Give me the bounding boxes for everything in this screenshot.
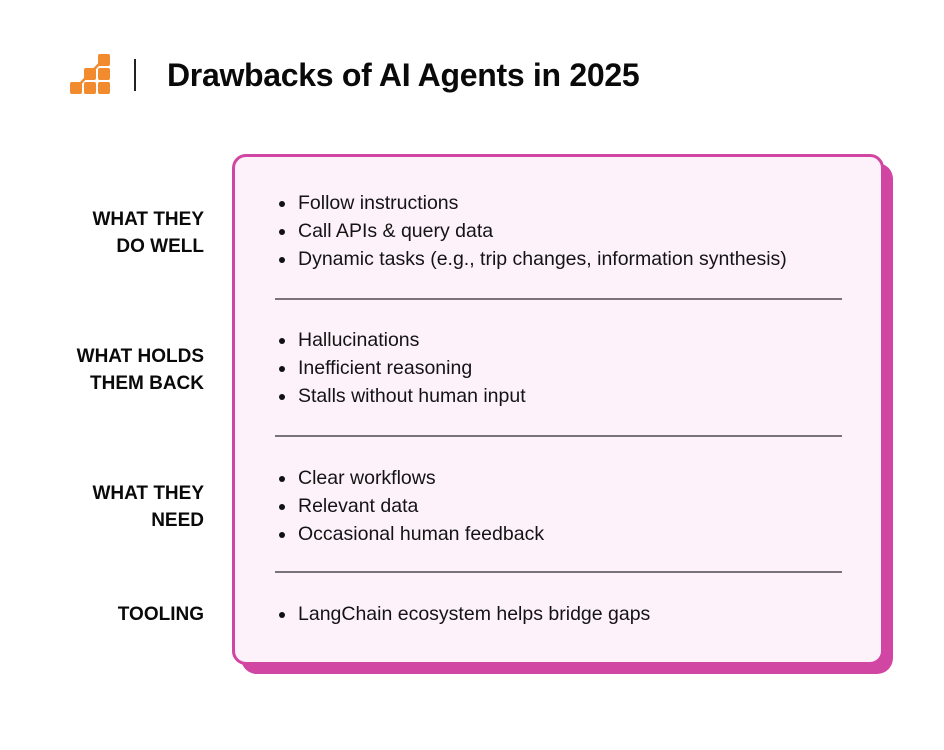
list-item: Inefficient reasoning xyxy=(276,354,526,382)
list-item: Stalls without human input xyxy=(276,382,526,410)
section-label-tooling: TOOLING xyxy=(118,601,204,628)
label-line: WHAT HOLDS xyxy=(76,346,204,367)
section-divider xyxy=(275,571,842,573)
list-item: Occasional human feedback xyxy=(276,520,544,548)
label-line: WHAT THEY xyxy=(92,483,204,504)
need-list: Clear workflows Relevant data Occasional… xyxy=(276,464,544,548)
do-well-list: Follow instructions Call APIs & query da… xyxy=(276,189,787,273)
list-item: Relevant data xyxy=(276,492,544,520)
label-line: DO WELL xyxy=(116,236,204,257)
content-card xyxy=(232,154,884,665)
logo-icon xyxy=(69,53,113,95)
list-item: Hallucinations xyxy=(276,326,526,354)
label-line: THEM BACK xyxy=(90,373,204,394)
section-divider xyxy=(275,435,842,437)
label-line: NEED xyxy=(151,510,204,531)
holds-back-list: Hallucinations Inefficient reasoning Sta… xyxy=(276,326,526,410)
list-item: Dynamic tasks (e.g., trip changes, infor… xyxy=(276,245,787,273)
tooling-list: LangChain ecosystem helps bridge gaps xyxy=(276,600,650,628)
section-label-need: WHAT THEY NEED xyxy=(92,480,204,534)
list-item: Clear workflows xyxy=(276,464,544,492)
label-line: TOOLING xyxy=(117,604,204,625)
section-label-do-well: WHAT THEY DO WELL xyxy=(92,206,204,260)
label-line: WHAT THEY xyxy=(92,209,204,230)
section-divider xyxy=(275,298,842,300)
header-separator xyxy=(134,59,136,91)
section-label-holds-back: WHAT HOLDS THEM BACK xyxy=(77,343,204,397)
list-item: Follow instructions xyxy=(276,189,787,217)
list-item: LangChain ecosystem helps bridge gaps xyxy=(276,600,650,628)
list-item: Call APIs & query data xyxy=(276,217,787,245)
page-title: Drawbacks of AI Agents in 2025 xyxy=(167,57,640,93)
